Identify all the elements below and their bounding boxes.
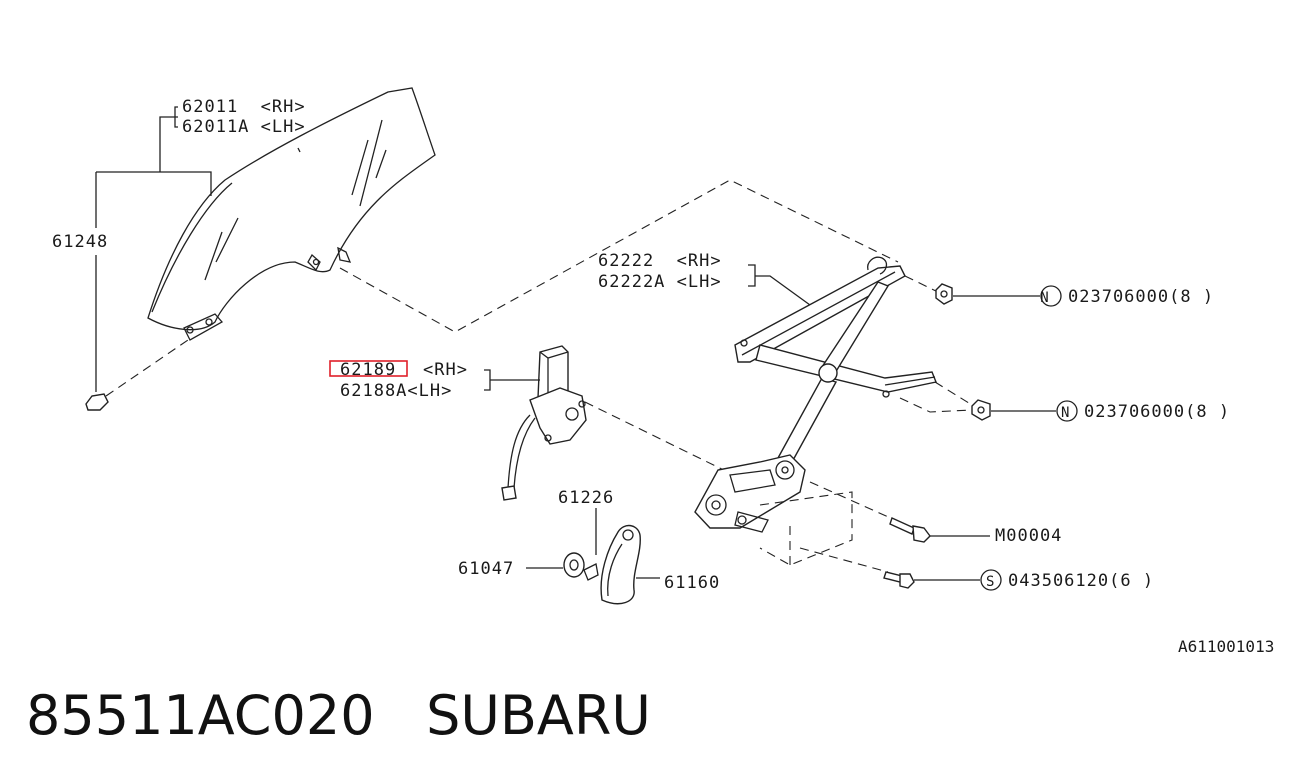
screw-symbol: S	[986, 574, 995, 590]
caption: 85511AC020 SUBARU	[26, 684, 651, 747]
regulator-label-bracket	[748, 264, 811, 306]
assembly-line-motor	[584, 401, 741, 479]
motor-lh-label: 62188A<LH>	[340, 381, 452, 401]
screw	[799, 547, 1002, 591]
assembly-line-glass	[339, 179, 899, 333]
nut-top-symbol: N	[1040, 290, 1049, 306]
window-regulator	[694, 256, 937, 566]
regulator-lh-label: 62222A <LH>	[598, 272, 722, 292]
bolt-label: M00004	[995, 526, 1062, 546]
glass-clip	[85, 339, 189, 411]
glass-lh-label: 62011A <LH>	[182, 117, 306, 137]
nut-mid-label: 023706000(8 )	[1084, 402, 1230, 422]
glass-label-bracket	[95, 106, 212, 392]
handle-label: 61160	[664, 573, 720, 593]
regulator-rh-label: 62222 <RH>	[598, 251, 722, 271]
nut-top	[904, 275, 1062, 307]
window-handle	[600, 524, 660, 605]
nut-top-label: 023706000(8 )	[1068, 287, 1214, 307]
brand-name: SUBARU	[426, 684, 651, 747]
nut-mid-symbol: N	[1061, 405, 1070, 421]
glass-rh-label: 62011 <RH>	[182, 97, 306, 117]
handle-clip-label: 61226	[558, 488, 614, 508]
glass-clip-label: 61248	[52, 232, 108, 252]
part-number: 85511AC020	[26, 684, 375, 747]
washer	[526, 552, 585, 578]
bolt	[809, 481, 990, 543]
door-glass	[147, 87, 436, 341]
motor-rh-highlight	[329, 360, 408, 377]
screw-label: 043506120(6 )	[1008, 571, 1154, 591]
motor-rh-label: 62189	[340, 360, 396, 380]
motor-rh-side-label: <RH>	[423, 360, 468, 380]
washer-label: 61047	[458, 559, 514, 579]
nut-mid	[899, 381, 1078, 422]
motor-label-bracket	[484, 369, 540, 391]
diagram-reference-code: A611001013	[1178, 637, 1274, 656]
handle-clip	[583, 508, 599, 581]
window-motor	[501, 345, 587, 501]
